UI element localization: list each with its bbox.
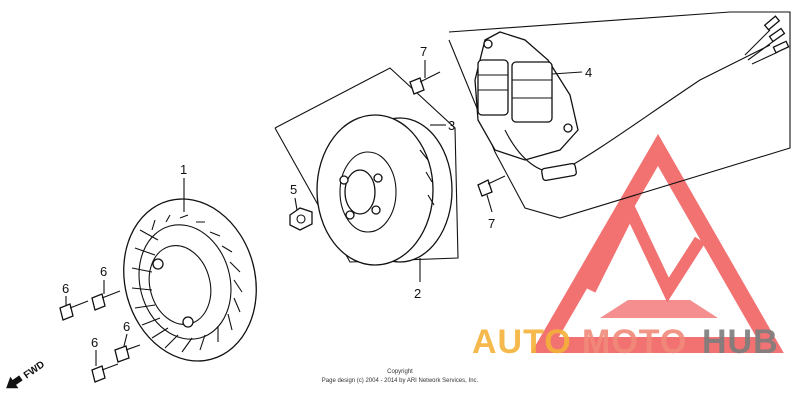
callout-2: 2	[414, 286, 421, 301]
callout-3: 3	[448, 118, 455, 133]
copyright-title: Copyright	[387, 369, 413, 375]
leader-lines	[65, 60, 583, 366]
bolt-7-top-icon	[409, 71, 441, 95]
callout-7b: 7	[488, 216, 495, 231]
bolt-7-bottom-icon	[477, 175, 506, 197]
flywheel-rotor	[316, 114, 453, 266]
svg-text:MOTO: MOTO	[582, 323, 687, 361]
callout-6d: 6	[123, 319, 130, 334]
callout-1: 1	[180, 162, 187, 177]
nut-5-icon	[289, 207, 313, 231]
copyright-notice: Page design (c) 2004 - 2014 by ARI Netwo…	[322, 378, 479, 384]
bolt-6b-icon	[91, 290, 121, 311]
forward-arrow-icon: FWD	[6, 359, 47, 389]
svg-text:FWD: FWD	[22, 359, 47, 381]
bolt-6c-icon	[91, 363, 119, 383]
stator-boundary	[448, 11, 791, 219]
callout-6a: 6	[62, 281, 69, 296]
stator-assembly	[474, 15, 790, 182]
callout-7a: 7	[420, 44, 427, 59]
callout-4: 4	[585, 65, 592, 80]
svg-text:AUTO: AUTO	[472, 323, 572, 361]
bolt-6d-icon	[114, 344, 141, 363]
watermark-logo-icon	[531, 133, 784, 353]
cooling-fan	[123, 198, 257, 362]
callout-6b: 6	[100, 264, 107, 279]
callout-5: 5	[290, 182, 297, 197]
bolt-6a-icon	[59, 300, 89, 321]
watermark-text: AUTO MOTO HUB	[472, 323, 779, 361]
callout-6c: 6	[91, 335, 98, 350]
svg-text:HUB: HUB	[702, 323, 779, 361]
